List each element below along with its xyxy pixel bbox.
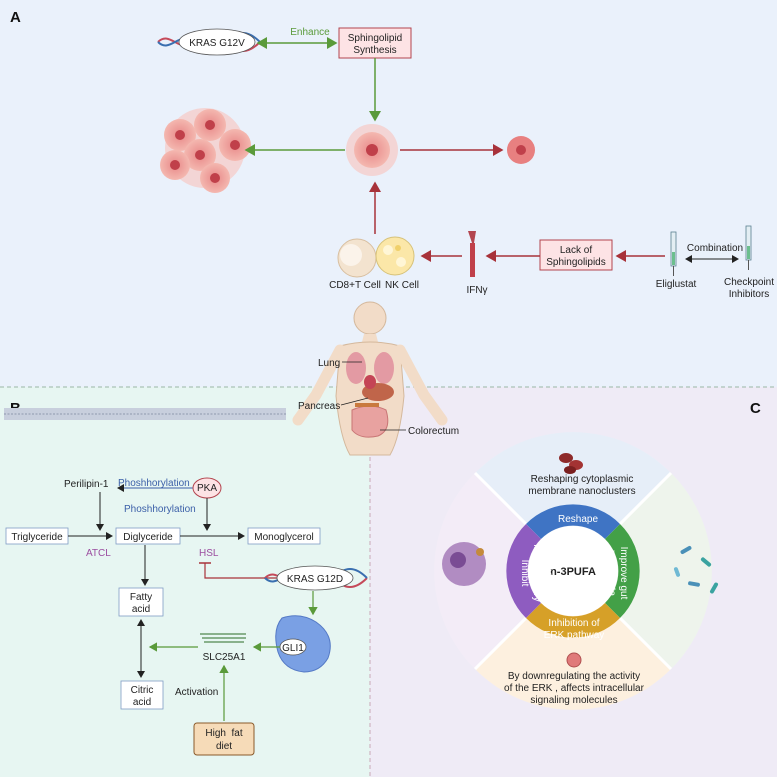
syringe-eliglustat-icon bbox=[670, 231, 677, 276]
fatty-acid-box bbox=[118, 587, 164, 617]
lack-of-sphingolipids-box bbox=[539, 239, 613, 271]
tumor-cell-medium-icon bbox=[346, 124, 398, 176]
cd8-t-cell-label: CD8+T Cell bbox=[329, 280, 381, 291]
rbc-cluster-icon bbox=[559, 453, 583, 474]
nk-cell-icon bbox=[375, 236, 415, 276]
phosphorylation-2-label: Phoshhorylation bbox=[124, 504, 196, 515]
sphingolipid-synthesis-line1: Sphingolipid bbox=[348, 33, 403, 44]
checkpoint-inhibitors-line2: Inhibitors bbox=[729, 289, 770, 300]
reshaping-line2: membrane nanoclusters bbox=[528, 486, 635, 497]
erk-inhibition-line2: ERK pathway bbox=[544, 630, 605, 641]
slc25a1-structure-icon bbox=[200, 633, 246, 643]
checkpoint-inhibitors-line1: Checkpoint bbox=[724, 277, 774, 288]
downreg-line2: of the ERK , affects intracellular bbox=[504, 683, 645, 694]
improve-gut-line1: Improve gut bbox=[618, 547, 629, 600]
erk-molecule-icon bbox=[566, 652, 582, 668]
colorectum-label: Colorectum bbox=[408, 426, 459, 437]
panel-a-letter: A bbox=[10, 9, 21, 26]
high-fat-diet-box bbox=[193, 722, 255, 756]
reshape-segment bbox=[526, 504, 620, 539]
eliglustat-label: Eliglustat bbox=[656, 279, 697, 290]
reshape-label: Reshape bbox=[558, 514, 598, 525]
hsl-label: HSL bbox=[199, 548, 219, 559]
cd8-t-cell-icon bbox=[337, 238, 377, 278]
pancreas-pointer bbox=[340, 397, 369, 406]
perilipin-label: Perilipin-1 bbox=[64, 479, 109, 490]
fatty-acid-line1: Fatty bbox=[130, 592, 152, 603]
syringe-checkpoint-icon bbox=[745, 225, 752, 270]
erk-segment bbox=[526, 603, 620, 638]
sphingolipid-synthesis-box bbox=[338, 27, 412, 59]
inhibit-line3: response bbox=[543, 552, 554, 594]
triglyceride-label: Triglyceride bbox=[11, 532, 63, 543]
citric-acid-box bbox=[120, 680, 164, 710]
downreg-line3: signaling molecules bbox=[530, 695, 617, 706]
enhance-label: Enhance bbox=[290, 27, 330, 38]
monoglycerol-label: Monoglycerol bbox=[254, 532, 313, 543]
n3pufa-label: n-3PUFA bbox=[550, 566, 596, 578]
gli1-label: GLI1 bbox=[282, 643, 304, 654]
kras-inhibits-hsl-line bbox=[204, 563, 290, 579]
citric-acid-line2: acid bbox=[133, 697, 151, 708]
kras-g12d-label: KRAS G12D bbox=[287, 574, 343, 585]
kras-g12v-label: KRAS G12V bbox=[189, 38, 245, 49]
gut-bacteria-icon bbox=[673, 546, 718, 594]
citric-acid-line1: Citric bbox=[131, 685, 154, 696]
slc25a1-label: SLC25A1 bbox=[203, 652, 246, 663]
lack-of-sphingolipids-line1: Lack of bbox=[560, 245, 592, 256]
cell-membrane-icon bbox=[4, 408, 286, 420]
macrophage-icon bbox=[442, 542, 486, 586]
monoglycerol-box bbox=[247, 527, 321, 545]
pancreas-label: Pancreas bbox=[298, 401, 340, 412]
panel-c-letter: C bbox=[750, 400, 761, 417]
high-fat-diet-line2: diet bbox=[216, 741, 232, 752]
panel-a-background bbox=[0, 0, 777, 387]
atcl-label: ATCL bbox=[86, 548, 111, 559]
dna-kras-g12v-icon bbox=[157, 28, 261, 56]
tumor-cell-small-icon bbox=[507, 136, 535, 164]
activation-label: Activation bbox=[175, 687, 218, 698]
diglyceride-label: Diglyceride bbox=[123, 532, 173, 543]
ifn-gamma-icon bbox=[468, 231, 476, 277]
downreg-line1: By downregulating the activity bbox=[508, 671, 640, 682]
dna-kras-g12d-icon bbox=[264, 565, 368, 591]
ifn-gamma-label: IFNγ bbox=[466, 285, 487, 296]
combination-label: Combination bbox=[687, 243, 743, 254]
lung-label: Lung bbox=[318, 358, 340, 369]
reshaping-line1: Reshaping cytoplasmic bbox=[531, 474, 634, 485]
improve-gut-segment bbox=[605, 524, 640, 618]
phosphorylation-1-label: Phoshhorylation bbox=[118, 478, 190, 489]
human-body-icon bbox=[292, 301, 448, 456]
wheel-center bbox=[528, 526, 618, 616]
lack-of-sphingolipids-line2: Sphingolipids bbox=[546, 257, 606, 268]
fatty-acid-line2: acid bbox=[132, 604, 150, 615]
pka-label: PKA bbox=[197, 483, 217, 494]
inhibit-line1: Inhibit bbox=[519, 560, 530, 587]
nk-cell-label: NK Cell bbox=[385, 280, 419, 291]
erk-inhibition-line1: Inhibition of bbox=[548, 618, 599, 629]
tumor-cluster-large-icon bbox=[160, 108, 251, 193]
high-fat-diet-line1: High fat bbox=[205, 728, 242, 739]
improve-gut-line2: microbiota bbox=[606, 550, 617, 597]
inflammation-segment bbox=[506, 524, 541, 618]
inhibit-line2: inflammatory bbox=[531, 544, 542, 601]
sphingolipid-synthesis-line2: Synthesis bbox=[353, 45, 396, 56]
